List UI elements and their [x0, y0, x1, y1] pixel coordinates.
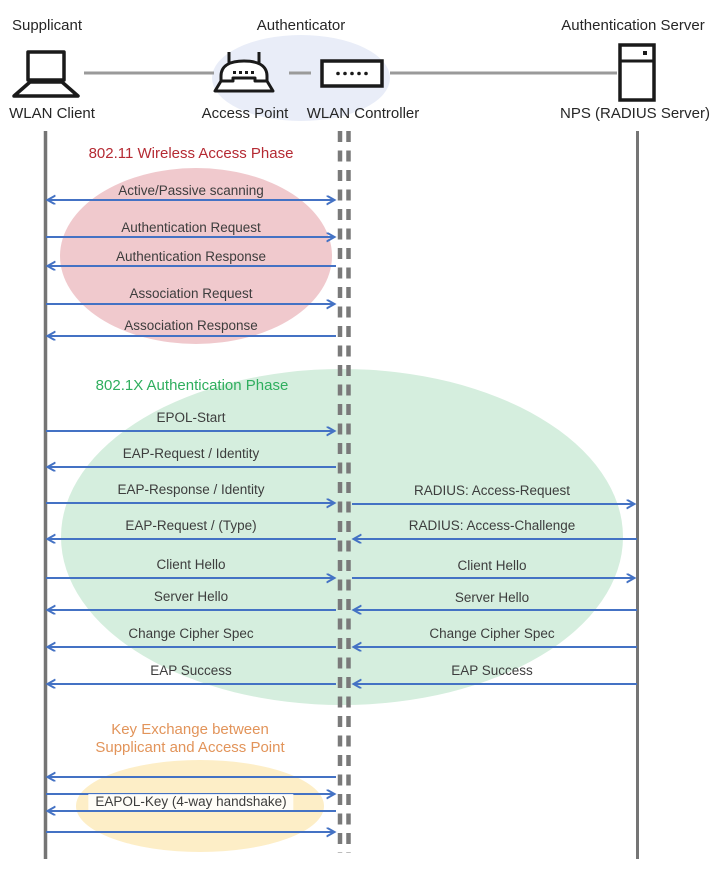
- phase2-server-arrows: [352, 504, 637, 684]
- phase2-title: 802.1X Authentication Phase: [95, 377, 289, 394]
- message-label: EAP-Request / (Type): [125, 518, 257, 533]
- role-authentication-server: Authentication Server: [561, 17, 705, 34]
- phase2-ellipse: [61, 369, 623, 705]
- message-label: RADIUS: Access-Challenge: [408, 518, 576, 533]
- message-label: EPOL-Start: [156, 410, 226, 425]
- device-wlan-client: WLAN Client: [9, 105, 95, 122]
- authenticator-ellipse: [212, 35, 390, 121]
- phase3-title-line2: Supplicant and Access Point: [95, 739, 285, 756]
- role-supplicant: Supplicant: [11, 17, 83, 34]
- phase1-arrows: [46, 200, 336, 336]
- server-icon: [618, 43, 656, 102]
- message-label: EAPOL-Key (4-way handshake): [88, 794, 294, 810]
- message-label: Server Hello: [153, 589, 229, 604]
- message-label: Client Hello: [457, 558, 527, 573]
- access-point-icon: [213, 52, 275, 93]
- message-label: Association Request: [129, 286, 253, 301]
- message-label: RADIUS: Access-Request: [413, 483, 571, 498]
- phase1-title: 802.11 Wireless Access Phase: [88, 145, 294, 162]
- role-authenticator: Authenticator: [256, 17, 346, 34]
- laptop-icon: [12, 50, 80, 98]
- wlan-controller-icon: [320, 59, 384, 88]
- phase2-client-arrows: [46, 431, 336, 684]
- device-wlan-controller: WLAN Controller: [306, 105, 420, 122]
- device-nps: NPS (RADIUS Server): [559, 105, 711, 122]
- message-label: Change Cipher Spec: [128, 626, 254, 641]
- device-access-point: Access Point: [201, 105, 289, 122]
- message-label: Active/Passive scanning: [118, 183, 264, 198]
- phase1-ellipse: [60, 168, 332, 344]
- message-label: Association Response: [124, 318, 258, 333]
- message-label: EAP-Request / Identity: [122, 446, 260, 461]
- message-label: EAP Success: [150, 663, 232, 678]
- message-label: Authentication Request: [121, 220, 261, 235]
- message-label: Authentication Response: [115, 249, 267, 264]
- message-label: Client Hello: [156, 557, 226, 572]
- message-label: Change Cipher Spec: [429, 626, 555, 641]
- message-label: Server Hello: [454, 590, 530, 605]
- phase3-arrows: [46, 777, 336, 832]
- message-label: EAP-Response / Identity: [117, 482, 265, 497]
- controller-dashed-lifeline: [337, 131, 351, 853]
- message-label: EAP Success: [451, 663, 533, 678]
- phase3-title-line1: Key Exchange between: [111, 721, 269, 738]
